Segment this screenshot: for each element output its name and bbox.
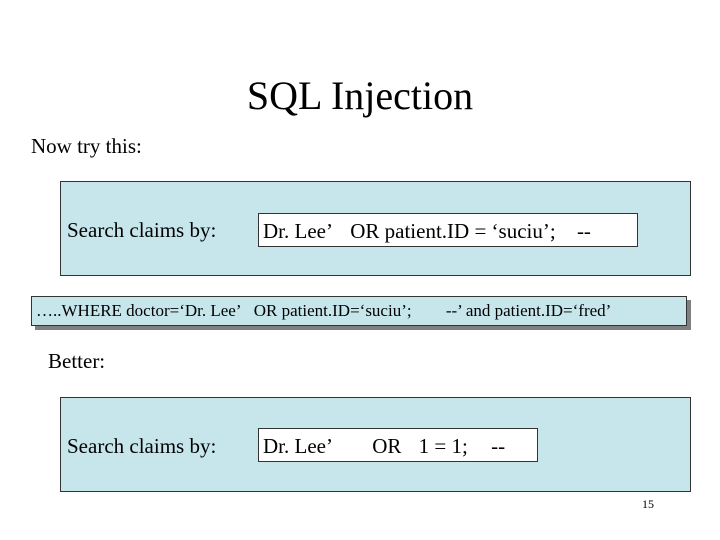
page-number: 15 xyxy=(642,497,654,511)
field-1-part-1: Dr. Lee’ xyxy=(263,219,333,243)
search-label-1: Search claims by: xyxy=(67,218,217,242)
search-label-2: Search claims by: xyxy=(67,434,217,458)
query-part-1: …..WHERE doctor=‘Dr. Lee’ xyxy=(36,301,242,320)
search-input-2[interactable]: Dr. Lee’ OR 1 = 1; -- xyxy=(258,428,538,462)
field-2-part-3: 1 = 1; xyxy=(418,434,468,458)
intro-text: Now try this: xyxy=(31,134,142,158)
query-part-2: OR patient.ID=‘suciu’; xyxy=(253,301,412,320)
field-2-part-4: -- xyxy=(491,434,506,458)
slide-title: SQL Injection xyxy=(246,73,474,118)
field-2-part-1: Dr. Lee’ xyxy=(263,434,333,458)
field-1-part-3: -- xyxy=(576,219,591,243)
resulting-query-box: …..WHERE doctor=‘Dr. Lee’ OR patient.ID=… xyxy=(31,296,687,326)
better-heading: Better: xyxy=(48,349,106,373)
query-part-3: --’ and patient.ID=‘fred’ xyxy=(445,301,612,320)
search-input-1[interactable]: Dr. Lee’ OR patient.ID = ‘suciu’; -- xyxy=(258,213,638,247)
field-1-part-2: OR patient.ID = ‘suciu’; xyxy=(350,219,556,243)
field-2-part-2: OR xyxy=(372,434,402,458)
